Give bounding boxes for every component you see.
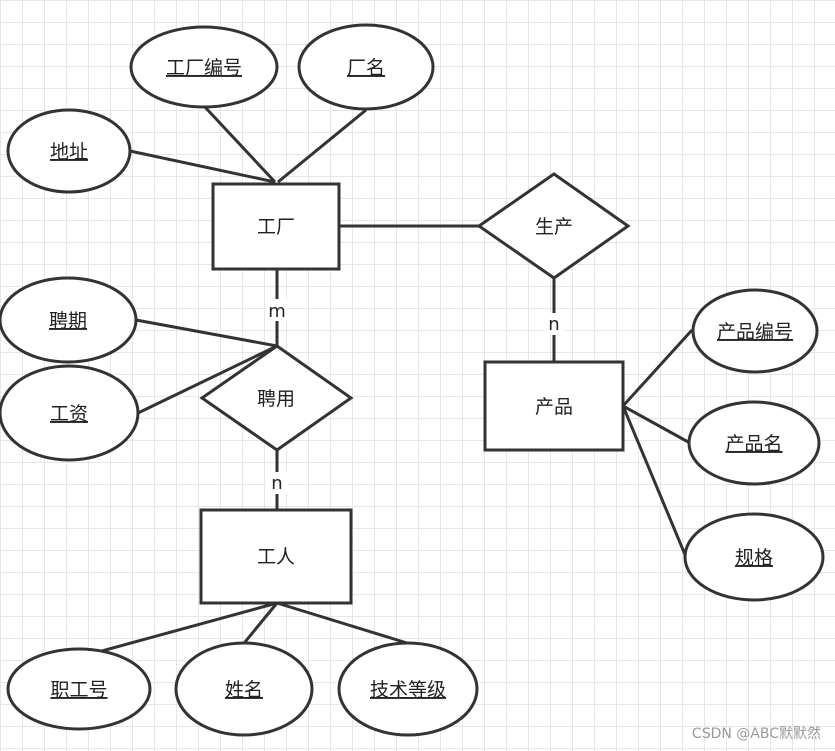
attribute-address-label: 地址 <box>50 141 88 163</box>
edge-spec <box>621 405 688 558</box>
attribute-factory-no-label: 工厂编号 <box>166 57 242 79</box>
edge-worker-no <box>79 601 278 659</box>
attribute-product-no[interactable] <box>691 288 819 374</box>
attribute-address[interactable] <box>6 108 132 194</box>
attribute-worker-no[interactable] <box>6 647 152 731</box>
attribute-wage-label: 工资 <box>50 403 88 425</box>
attribute-worker-no-label: 职工号 <box>50 679 107 701</box>
edge-tech-level <box>276 601 408 645</box>
attribute-factory-no[interactable] <box>129 25 279 109</box>
cardinality-factory-employ: m <box>268 301 286 322</box>
cardinality-produce-product: n <box>548 314 559 335</box>
relationship-employ-label: 聘用 <box>257 388 295 410</box>
edge-wage <box>137 344 278 415</box>
attribute-product-name[interactable] <box>687 400 821 486</box>
attribute-tech-level[interactable] <box>337 641 479 737</box>
entities: 工厂 产品 工人 <box>199 182 625 605</box>
entity-factory[interactable] <box>211 182 341 271</box>
entity-product-label: 产品 <box>535 396 573 418</box>
relationship-employ[interactable] <box>199 344 354 452</box>
attribute-tech-level-label: 技术等级 <box>370 679 446 701</box>
watermark: CSDN @ABC默默然 <box>691 726 821 742</box>
entity-product[interactable] <box>483 360 625 452</box>
edge-address <box>129 149 276 184</box>
attribute-product-no-label: 产品编号 <box>717 321 793 343</box>
cardinality-labels: m n n <box>266 299 565 494</box>
edge-product-name <box>622 404 691 445</box>
attribute-term[interactable] <box>0 276 138 364</box>
entity-worker-label: 工人 <box>257 546 295 568</box>
edge-factory-name <box>277 108 367 184</box>
entity-worker[interactable] <box>199 508 353 605</box>
relationships: 生产 聘用 <box>199 172 631 452</box>
attribute-worker-name-label: 姓名 <box>225 679 263 701</box>
attribute-spec[interactable] <box>683 512 825 602</box>
relationship-produce[interactable] <box>476 172 631 280</box>
attribute-worker-name[interactable] <box>174 641 314 737</box>
edge-product-no <box>621 328 694 408</box>
attributes: 工厂编号 厂名 地址 聘期 工资 产品编号 产品名 规格 职工号 姓名 技术等级 <box>0 23 825 737</box>
cardinality-employ-worker: n <box>271 473 282 494</box>
entity-factory-label: 工厂 <box>257 216 295 238</box>
attribute-factory-name[interactable] <box>297 23 435 111</box>
edge-worker-name <box>243 602 279 643</box>
attribute-term-label: 聘期 <box>49 310 87 332</box>
edge-term <box>135 318 278 348</box>
edge-factory-no <box>202 104 277 184</box>
attribute-product-name-label: 产品名 <box>725 433 782 455</box>
relationship-produce-label: 生产 <box>535 216 573 238</box>
attribute-wage[interactable] <box>0 364 140 462</box>
attribute-factory-name-label: 厂名 <box>347 57 385 79</box>
attribute-spec-label: 规格 <box>735 547 773 569</box>
